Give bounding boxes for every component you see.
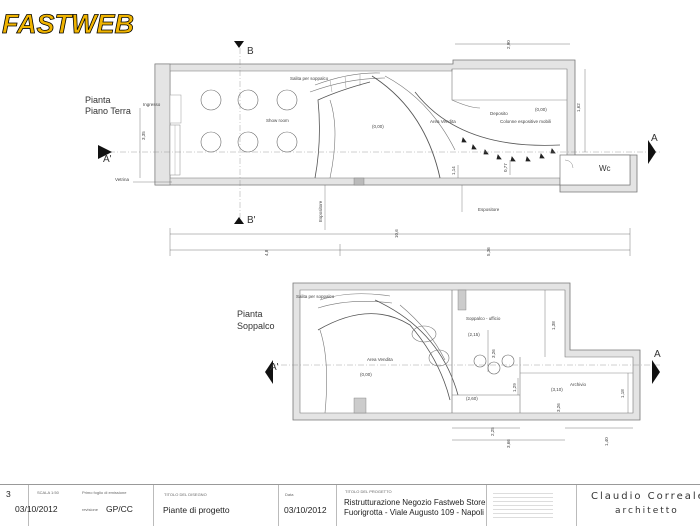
mezz-dim-bottom3: 1,40 (604, 437, 609, 446)
level-area-vendita: (0,00) (372, 124, 384, 129)
revision-label: revisione (82, 507, 99, 512)
fastweb-logo: FASTWEB (2, 9, 135, 40)
dim-top: 2,90 (506, 40, 511, 49)
mezz-label-ufficio: Soppalco - ufficio (466, 316, 501, 321)
dim-mid1: 1,14 (451, 166, 456, 175)
label-salita: Salita per soppalco (290, 76, 329, 81)
ground-title-1: Pianta (85, 95, 111, 105)
date-cell: Data 03/10/2012 (278, 485, 336, 526)
level-deposito: (0,00) (535, 107, 547, 112)
project-line-2: Fuorigrotta - Viale Augusto 109 - Napoli (344, 508, 484, 517)
label-deposito: Deposito (490, 111, 508, 116)
architect-cell: Claudio Correale architetto (576, 485, 700, 526)
label-ingresso: Ingresso (143, 102, 161, 107)
mezz-dim-bottom1: 2,25 (490, 427, 495, 436)
ground-title-2: Piano Terra (85, 106, 131, 116)
mezz-level-area-vendita: (0,00) (360, 372, 372, 377)
label-espositore-left: Espositore (318, 200, 323, 222)
project-cell: TITOLO DEL PROGETTO Ristrutturazione Neg… (336, 485, 486, 526)
label-area-vendita: Area Vendita (430, 119, 456, 124)
scale-label: SCALA 1:50 (37, 490, 59, 495)
mezz-label-salita: Salita per soppalco (296, 294, 335, 299)
mezz-level-ufficio: (2,15) (468, 332, 480, 337)
studio-address-block (493, 490, 553, 520)
studio-info-cell (486, 485, 576, 526)
mezz-dim-bottom2: 3,66 (506, 439, 511, 448)
mezz-level-archivio: (3,10) (551, 387, 563, 392)
project-line-1: Ristrutturazione Negozio Fastweb Store (344, 498, 486, 507)
dim-right: 5,36 (486, 247, 491, 256)
architect-name: Claudio Correale (591, 491, 700, 502)
mezz-label-area-vendita: Area Vendita (367, 357, 393, 362)
drawing-title-cell: TITOLO DEL DISEGNO Piante di progetto (153, 485, 278, 526)
dim-right-h: 1,62 (576, 103, 581, 112)
mezzanine-plan (265, 282, 660, 441)
section-b-bottom: B' (247, 215, 256, 226)
label-wc: Wc (599, 164, 611, 173)
section-a-right: A (651, 133, 658, 144)
title-block: 3 SCALA 1:50 Primo foglio di emissione 0… (0, 484, 700, 526)
label-vetrina: Vetrina (115, 177, 130, 182)
mezz-dim-h1: 3,26 (491, 349, 496, 358)
architect-role: architetto (615, 506, 679, 516)
mezz-section-a-left: A' (270, 362, 279, 373)
ground-floor-plan (98, 41, 660, 256)
mezz-dim-h2: 1,38 (551, 321, 556, 330)
mezz-title-2: Soppalco (237, 321, 275, 331)
project-label: TITOLO DEL PROGETTO (345, 489, 392, 494)
sheet-number-cell: 3 (0, 485, 28, 526)
mezz-title-1: Pianta (237, 309, 263, 319)
date: 03/10/2012 (284, 505, 327, 515)
label-colonne: Colonne espositive mobili (500, 119, 551, 124)
mezz-dim-h3: 1,29 (512, 383, 517, 392)
dim-left-h: 3,35 (141, 131, 146, 140)
mezz-level-lower: (2,60) (466, 396, 478, 401)
drawing-title-label: TITOLO DEL DISEGNO (164, 492, 207, 497)
dim-mid2: 0,77 (503, 163, 508, 172)
section-a-left: A' (103, 154, 112, 165)
emission-cell: SCALA 1:50 Primo foglio di emissione 03/… (15, 485, 153, 526)
mezz-dim-h4: 1,18 (620, 389, 625, 398)
emission-label: Primo foglio di emissione (82, 490, 127, 495)
label-show-room: Show room (266, 118, 289, 123)
mezz-section-a-right: A (654, 349, 661, 360)
section-b-top: B (247, 46, 254, 57)
dim-overall: 10,6 (394, 229, 399, 238)
mezz-label-archivio: Archivio (570, 382, 587, 387)
date-left: 03/10/2012 (15, 504, 58, 514)
revision-value: GP/CC (106, 504, 133, 514)
dim-left: 4,8 (264, 249, 269, 256)
date-label: Data (285, 492, 294, 497)
label-espositore-right: Espositore (478, 207, 500, 212)
mezz-dim-h5: 3,26 (556, 403, 561, 412)
logo-text: FASTWEB (2, 9, 134, 39)
sheet-number: 3 (6, 489, 11, 499)
drawing-title: Piante di progetto (163, 505, 230, 515)
